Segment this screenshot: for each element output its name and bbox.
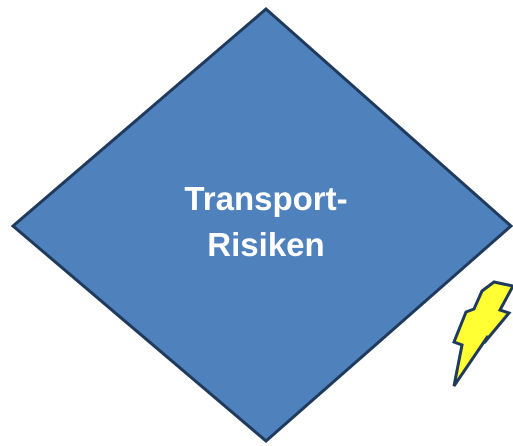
lightning-bolt-icon — [452, 280, 513, 387]
transport-risk-diamond — [10, 7, 513, 443]
